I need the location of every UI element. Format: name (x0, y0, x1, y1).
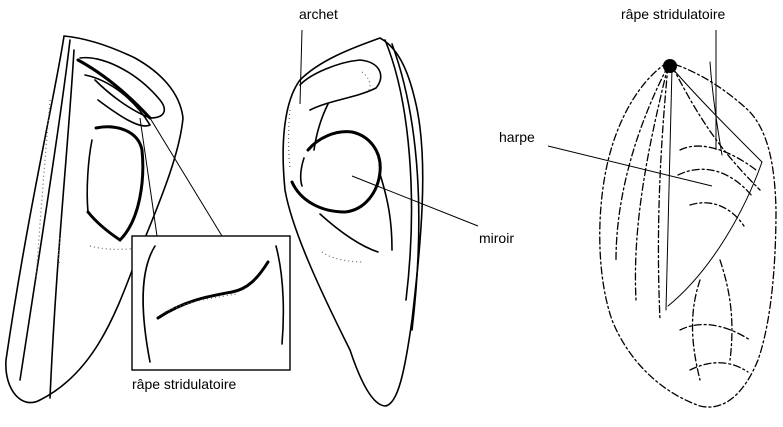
rasp-inset-frame (132, 236, 290, 370)
right-wing-harp-3 (690, 203, 744, 226)
middle-wing-mirror-inner (301, 158, 304, 186)
right-wing-harp-2 (678, 169, 752, 196)
middle-wing-archet-vein (300, 60, 381, 110)
right-wing-drawing (600, 59, 776, 407)
archet-label: archet (299, 6, 338, 22)
left-wing-mirror-frame (88, 127, 143, 240)
harpe-label: harpe (499, 129, 535, 145)
right-wing-diagonal (668, 162, 762, 306)
miroir-label: miroir (479, 230, 514, 246)
right-wing-cells-1 (680, 325, 750, 340)
left-wing-upper-loop (80, 58, 164, 118)
right-wing-fan-1 (635, 66, 668, 300)
right-wing-main-vein (666, 68, 672, 310)
rasp-inset-leader-2 (150, 118, 222, 236)
middle-wing-front-edge (385, 40, 411, 300)
right-wing-node (663, 59, 677, 73)
middle-wing-vein-4 (380, 174, 392, 250)
rape-stridulatoire-label-top: râpe stridulatoire (621, 6, 725, 22)
rasp-inset (132, 118, 290, 370)
middle-wing-stipple-1 (322, 252, 364, 262)
middle-wing-stipple-3 (362, 72, 370, 92)
right-wing-harp-1 (680, 146, 756, 170)
rape-stridulatoire-label-bottom: râpe stridulatoire (132, 376, 236, 392)
middle-wing-mirror-frame (292, 132, 380, 212)
harpe-leader (548, 146, 712, 186)
middle-wing-stipple-2 (289, 110, 291, 168)
middle-wing-outline (283, 38, 423, 406)
left-wing-mirror-inner (87, 140, 92, 212)
middle-wing-vein-3 (320, 214, 378, 252)
middle-wing-drawing (283, 38, 423, 406)
right-wing-cells-4 (693, 280, 701, 380)
right-wing-cells-2 (690, 363, 748, 372)
right-wing-outline (600, 62, 776, 407)
archet-leader (300, 30, 302, 104)
right-wing-cells-3 (720, 260, 732, 360)
miroir-leader (352, 176, 478, 226)
